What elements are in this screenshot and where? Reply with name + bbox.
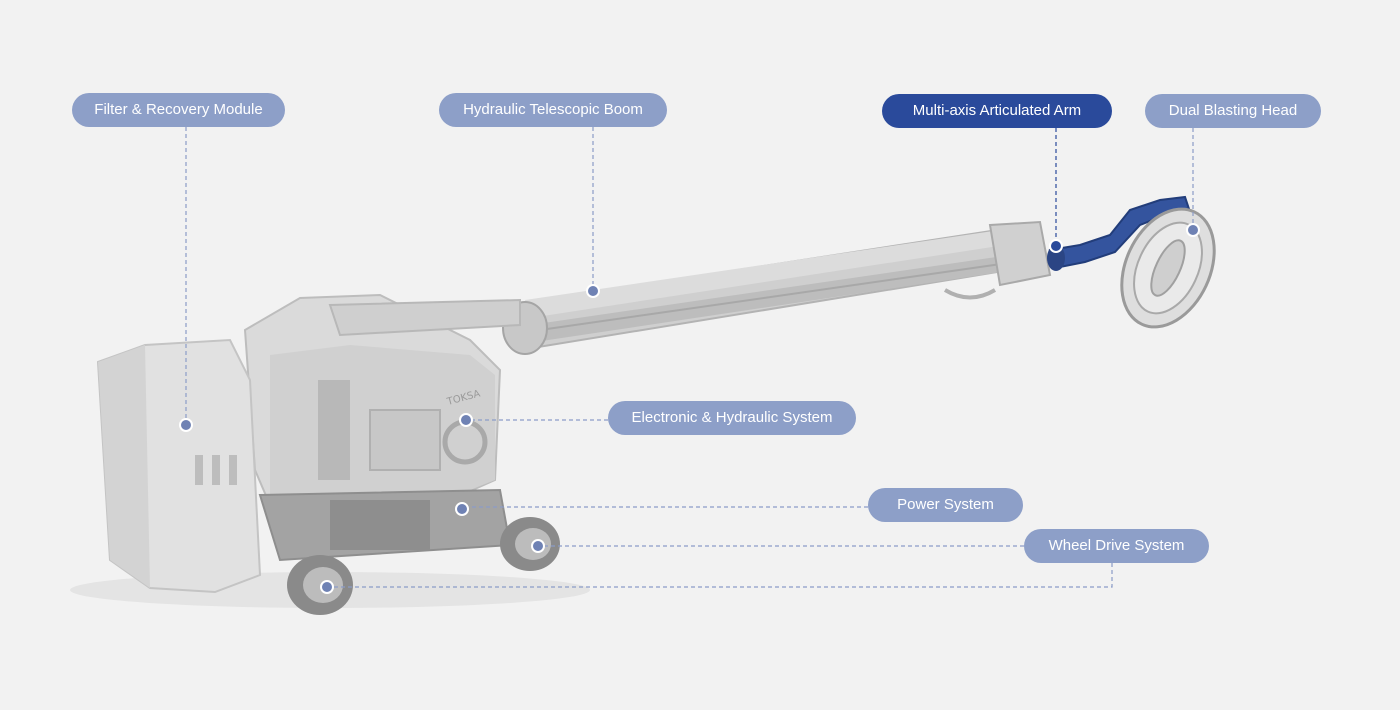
component-label-power[interactable]: Power System [868, 488, 1023, 522]
turret-housing: TOKSA [243, 293, 521, 507]
rear-wheel [500, 517, 560, 571]
component-label-boom[interactable]: Hydraulic Telescopic Boom [439, 93, 667, 127]
hotspot-dot-head[interactable] [1186, 223, 1200, 237]
hotspot-dot-wheel[interactable] [531, 539, 545, 553]
component-label-head[interactable]: Dual Blasting Head [1145, 94, 1321, 128]
chassis [258, 488, 512, 562]
front-wheel [287, 555, 353, 615]
hotspot-dot-arm[interactable] [1049, 239, 1063, 253]
filter-module [96, 338, 262, 594]
hotspot-dot-wheel-2[interactable] [320, 580, 334, 594]
leader-lines [179, 127, 1200, 594]
blasting-head [1120, 207, 1216, 329]
leader-line-wheel-2 [327, 563, 1113, 588]
component-label-arm[interactable]: Multi-axis Articulated Arm [882, 94, 1112, 128]
hotspot-dot-filter[interactable] [179, 418, 193, 432]
component-label-filter[interactable]: Filter & Recovery Module [72, 93, 285, 127]
hotspot-dot-boom[interactable] [586, 284, 600, 298]
component-label-electronic[interactable]: Electronic & Hydraulic System [608, 401, 856, 435]
hotspot-dot-electronic[interactable] [459, 413, 473, 427]
telescopic-boom [502, 220, 1052, 355]
hotspot-dot-power[interactable] [455, 502, 469, 516]
component-label-wheel[interactable]: Wheel Drive System [1024, 529, 1209, 563]
